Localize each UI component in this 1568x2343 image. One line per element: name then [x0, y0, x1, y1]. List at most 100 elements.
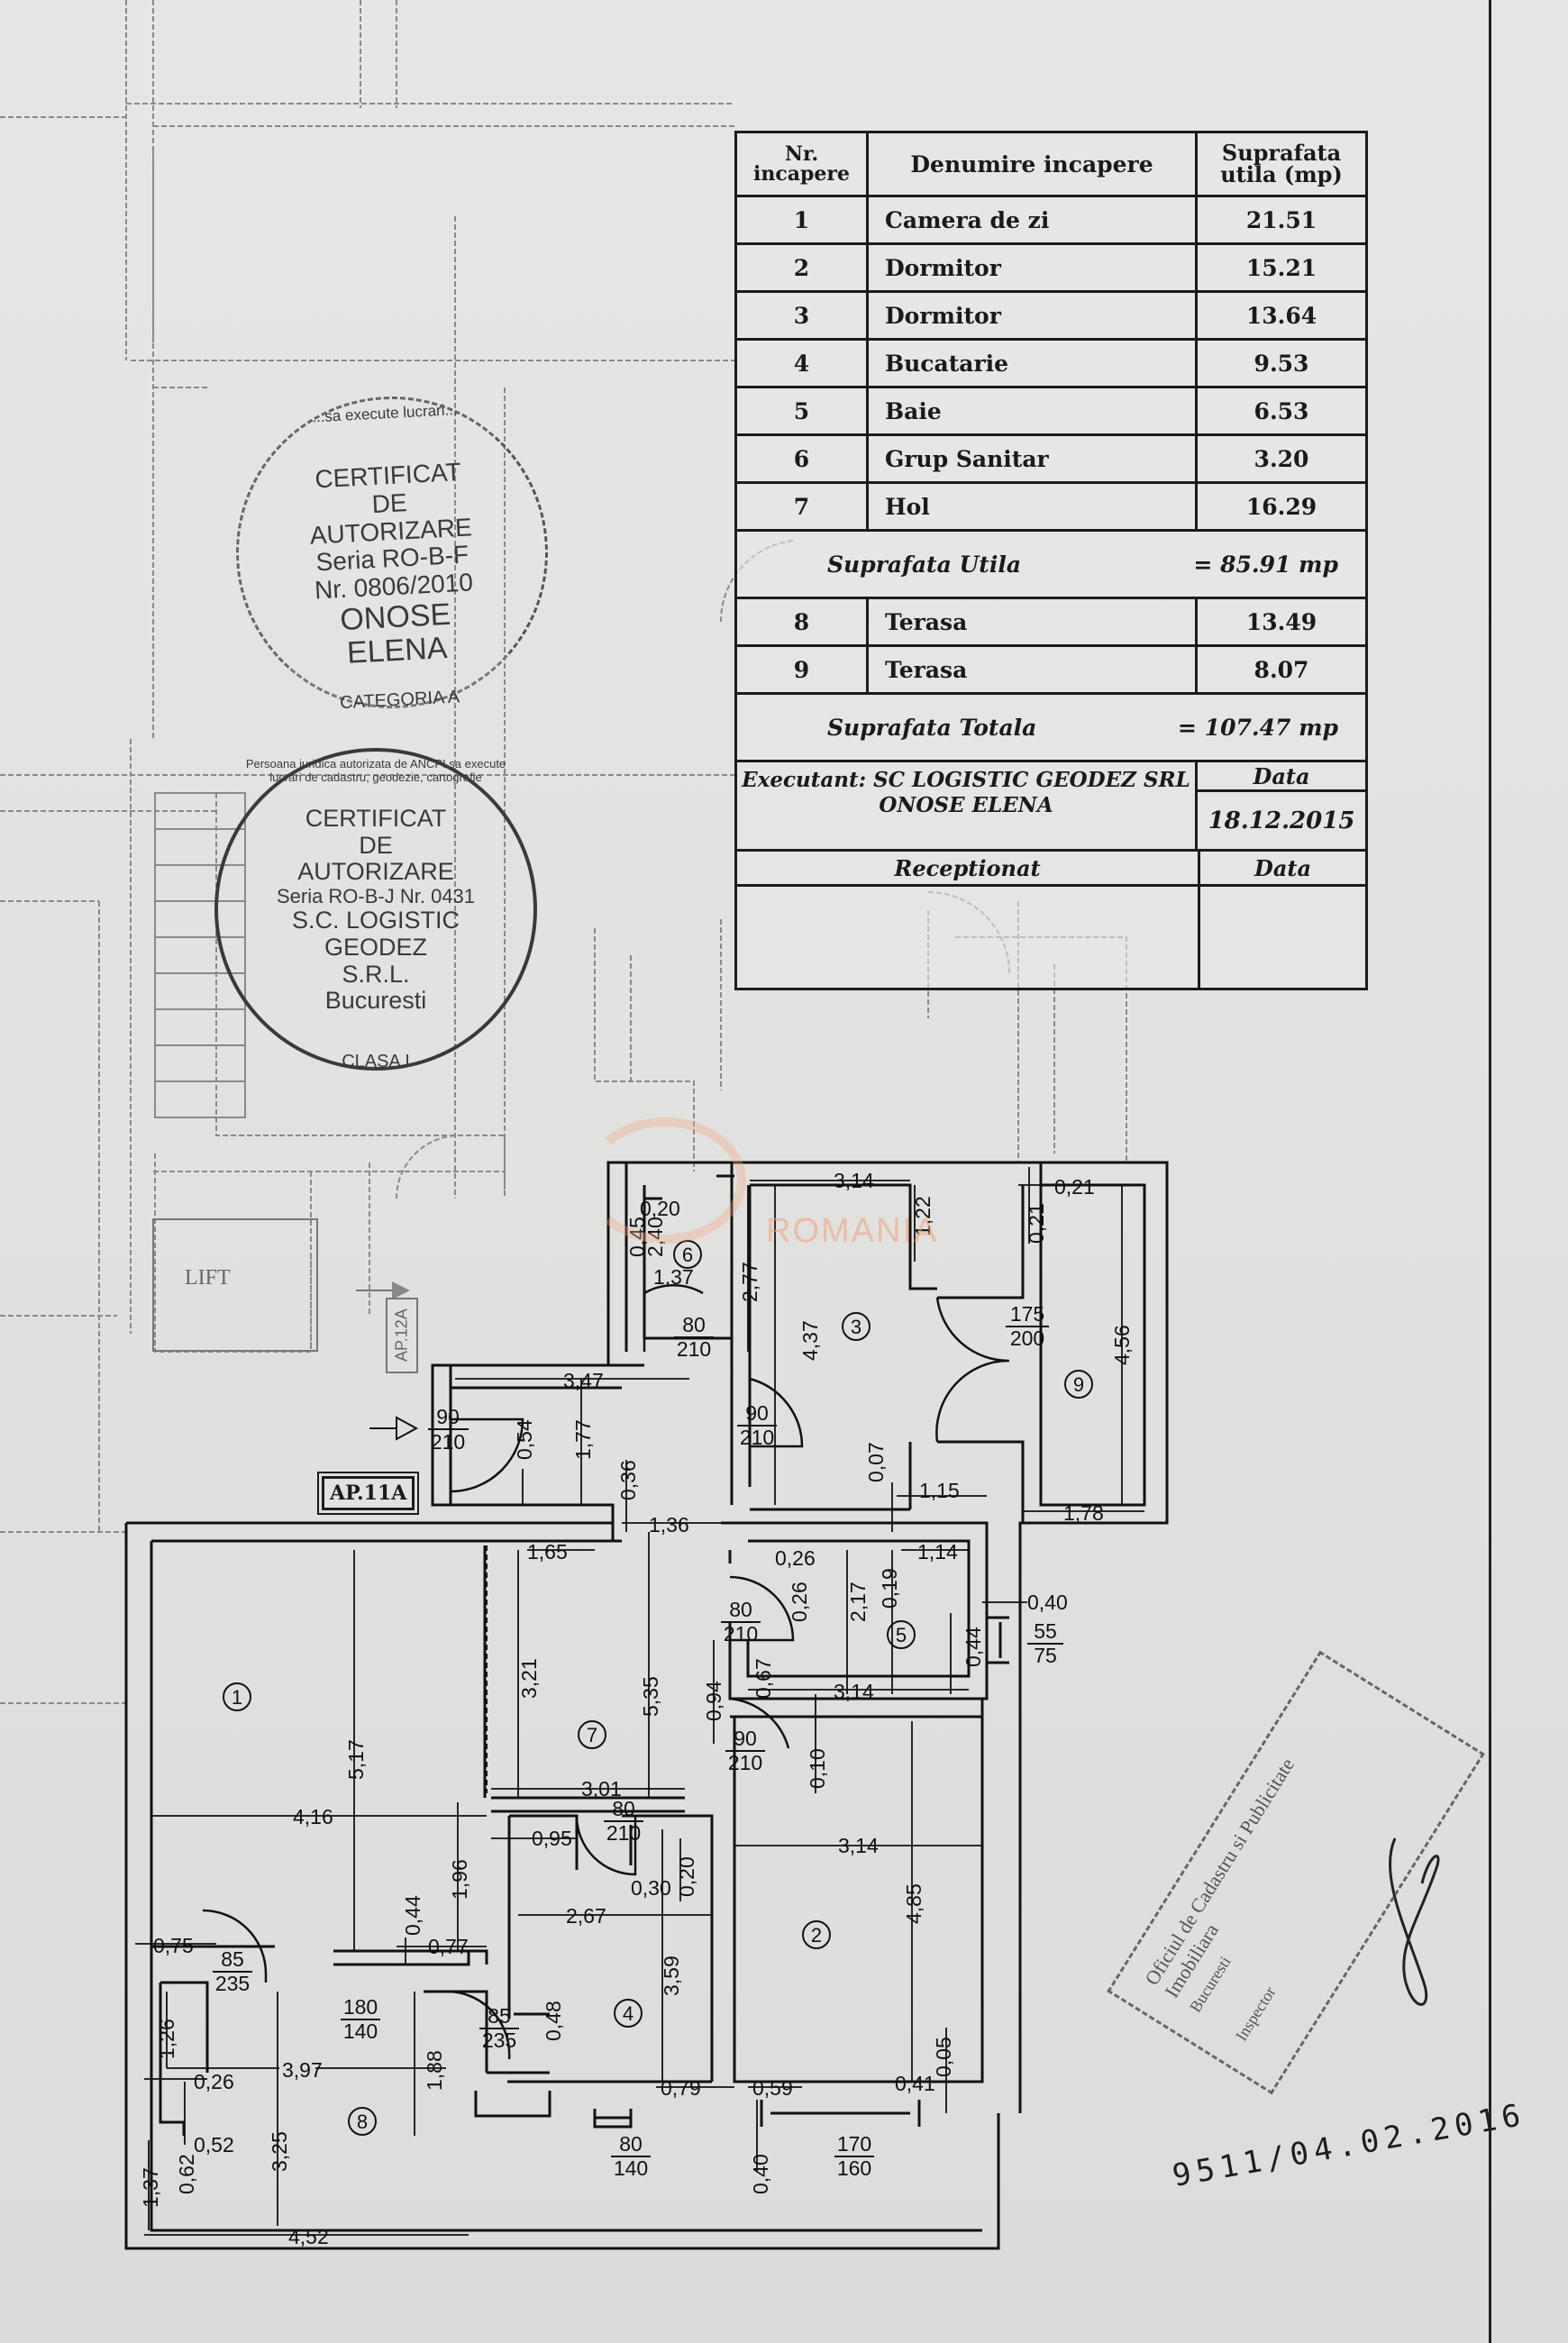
window-8-w: 180: [343, 1995, 378, 2019]
dim-0-52: 0,52: [194, 2133, 234, 2156]
dim-0-26: 0,26: [775, 1546, 816, 1570]
dim-1-77: 1,77: [571, 1419, 595, 1460]
door-labels: 90 210 80 210 90 210 175 200 80 210 90 2…: [213, 1302, 1063, 2180]
executant-row: Executant: SC LOGISTIC GEODEZ SRL ONOSE …: [737, 760, 1365, 849]
room-number-5: 5: [896, 1624, 907, 1646]
dim-1-15: 1,15: [919, 1479, 960, 1502]
total-area-row: Suprafata Totala = 107.47 mp: [737, 692, 1365, 760]
window-4-h: 140: [614, 2156, 648, 2180]
room-number-7: 7: [587, 1724, 597, 1746]
dim-1-96: 1,96: [448, 1859, 471, 1900]
dim-1-88: 1,88: [423, 2050, 446, 2091]
door-2-h: 210: [728, 1751, 762, 1774]
neighbor-apartment-label: AP.12A: [386, 1298, 418, 1373]
dim-0-21-v: 0,21: [1025, 1203, 1048, 1244]
door-terrace9: [935, 1297, 1010, 1443]
window-5-h: 75: [1034, 1644, 1057, 1667]
dim-3-14-baie: 3,14: [834, 1680, 874, 1703]
room-number-4: 4: [623, 2002, 634, 2025]
lift-shaft: [152, 1218, 318, 1352]
dim-0-79: 0,79: [661, 2076, 701, 2100]
door-3-w: 90: [745, 1401, 769, 1425]
dim-0-77: 0,77: [428, 1935, 469, 1958]
page-edge: [1489, 0, 1491, 2343]
door-8a-h: 235: [215, 1972, 250, 1995]
room-number-2: 2: [811, 1924, 822, 1946]
dim-0-26-v: 0,26: [788, 1582, 811, 1622]
dim-0-40-b: 0,40: [749, 2154, 772, 2194]
dim-3-97: 3,97: [282, 2058, 323, 2082]
room-number-9: 9: [1073, 1373, 1084, 1396]
table-header: Nr. incapere Denumire incapere Suprafata…: [737, 133, 1365, 195]
room-number-8: 8: [357, 2111, 368, 2133]
dim-0-75: 0,75: [153, 1934, 194, 1957]
door-room3: [749, 1377, 804, 1448]
receptionat-row: Receptionat Data: [737, 849, 1365, 884]
header-nr: Nr. incapere: [737, 133, 869, 195]
door-gs: [643, 1284, 704, 1352]
door-swings: [202, 1284, 1010, 2060]
signature: [1388, 1837, 1440, 2006]
door-baie: [729, 1575, 795, 1642]
door-3-h: 210: [740, 1426, 774, 1449]
dim-0-48: 0,48: [542, 2001, 565, 2041]
dim-0-07: 0,07: [864, 1442, 888, 1482]
dim-0-20-v: 0,20: [675, 1856, 698, 1897]
door-room2: [729, 1697, 790, 1749]
dim-2-67: 2,67: [566, 1904, 606, 1928]
dim-0-95: 0,95: [532, 1827, 572, 1850]
dim-0-94: 0,94: [702, 1681, 725, 1721]
dim-2-77: 2,77: [738, 1262, 761, 1302]
executant-date-label: Data: [1198, 762, 1365, 792]
door-gs-h: 210: [677, 1337, 711, 1361]
dim-0-44-b: 0,44: [401, 1895, 424, 1936]
dim-1-65: 1,65: [527, 1540, 568, 1564]
door-kitchen-terrace: [441, 1990, 511, 2060]
dim-1-22: 1,22: [911, 1196, 934, 1236]
dim-0-05: 0,05: [932, 2037, 955, 2077]
door-9-w: 175: [1010, 1302, 1044, 1326]
dim-4-56: 4,56: [1110, 1325, 1134, 1365]
dim-2-17: 2,17: [846, 1582, 870, 1622]
dim-0-67: 0,67: [752, 1658, 775, 1699]
door-gs-w: 80: [682, 1313, 706, 1336]
room-number-6: 6: [682, 1244, 693, 1266]
door-8a-w: 85: [221, 1947, 244, 1971]
dim-4-37: 4,37: [798, 1320, 822, 1361]
authorization-stamp-company: Persoana juridica autorizata de ANCPI sa…: [214, 748, 537, 1071]
dim-3-25: 3,25: [268, 2131, 291, 2172]
door-living-terrace: [202, 1909, 268, 1983]
dim-0-36: 0,36: [616, 1460, 640, 1500]
header-area: Suprafata utila (mp): [1220, 140, 1343, 187]
executant-date: 18.12.2015: [1208, 807, 1355, 834]
room-numbers: 1 2 3 4 5 6 7 8 9: [223, 1240, 1093, 2136]
dim-0-10: 0,10: [806, 1748, 829, 1789]
door-4-w: 80: [612, 1797, 635, 1820]
door-8b-w: 85: [488, 2004, 511, 2028]
dim-0-21: 0,21: [1054, 1175, 1095, 1199]
dim-5-35: 5,35: [639, 1676, 662, 1717]
dim-3-47: 3,47: [563, 1369, 604, 1392]
room-number-1: 1: [232, 1686, 242, 1709]
dim-1-37: 1,37: [653, 1265, 694, 1289]
dim-0-44: 0,44: [962, 1627, 985, 1667]
receptionat-blank-row: [737, 884, 1365, 988]
apartment-label: AP.11A: [316, 1472, 420, 1515]
dimension-lines: [135, 1167, 1144, 2236]
receptionat-label: Receptionat: [737, 852, 1200, 884]
watermark-logo: [584, 1117, 746, 1244]
dim-0-26-c: 0,26: [194, 2070, 234, 2093]
door-8b-h: 235: [482, 2028, 516, 2052]
window-8-h: 140: [343, 2019, 378, 2043]
room-number-3: 3: [851, 1316, 861, 1338]
dim-3-01: 3,01: [581, 1777, 622, 1801]
dim-0-40: 0,40: [1027, 1591, 1068, 1614]
room-area-table: Nr. incapere Denumire incapere Suprafata…: [734, 131, 1368, 990]
